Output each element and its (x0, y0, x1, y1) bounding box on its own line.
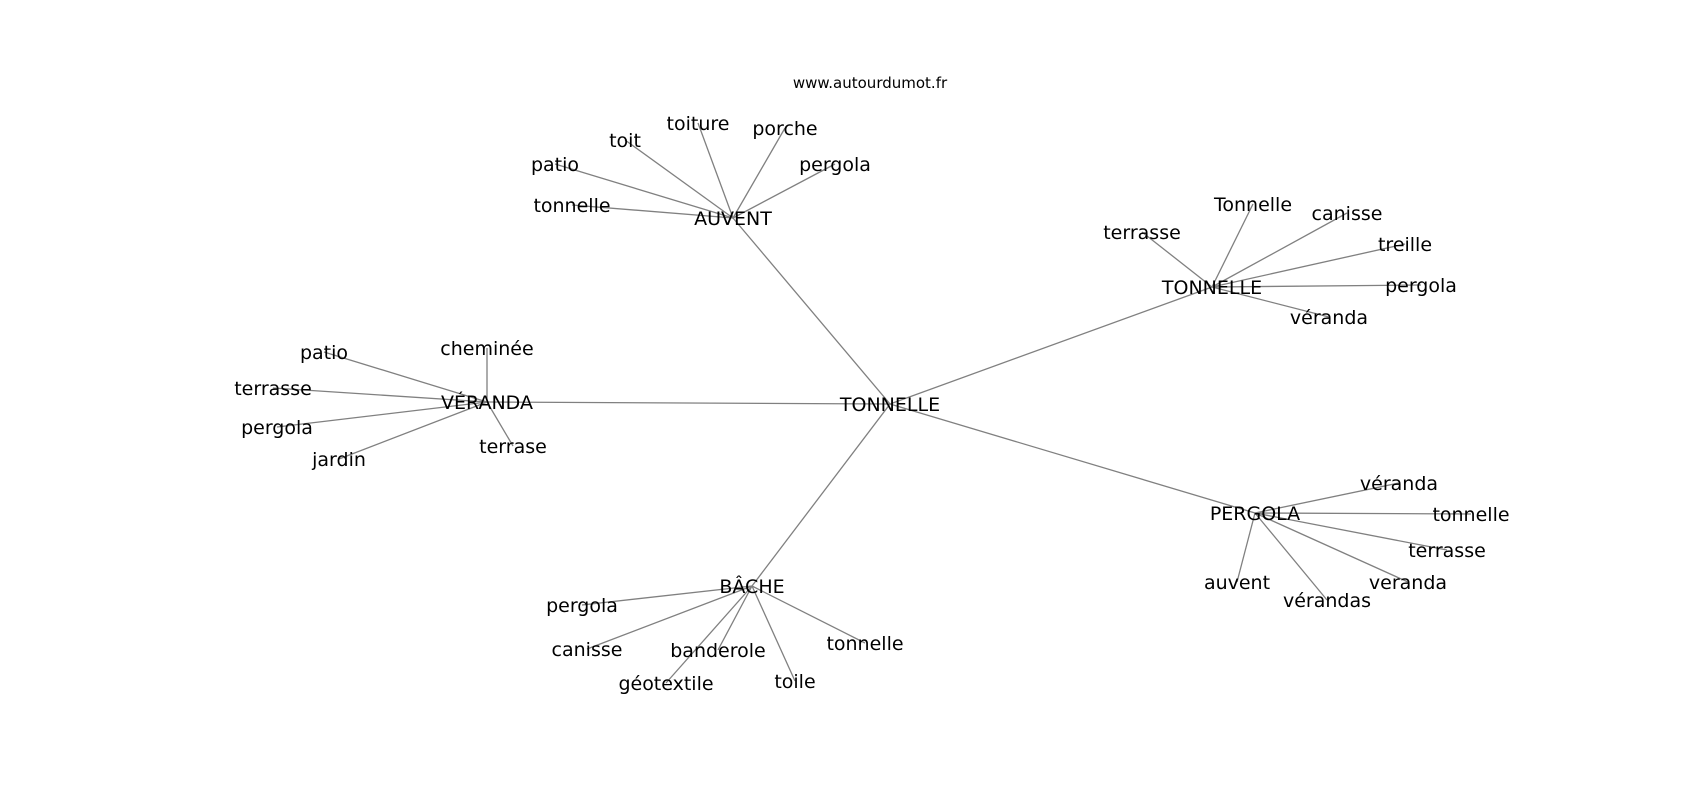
edges-layer (272, 122, 1472, 684)
node-leaf-bache-1[interactable]: canisse (552, 639, 623, 661)
node-leaf-tonnelle2-0[interactable]: terrasse (1103, 222, 1181, 244)
node-leaf-auvent-0[interactable]: tonnelle (533, 195, 610, 217)
node-leaf-veranda-2[interactable]: pergola (241, 417, 313, 439)
edge-auvent-leaf-1 (554, 163, 734, 219)
node-hub-tonnelle2[interactable]: TONNELLE (1161, 277, 1262, 299)
node-center[interactable]: TONNELLE (839, 394, 940, 416)
edge-center-veranda (486, 401, 891, 405)
node-leaf-auvent-4[interactable]: porche (752, 118, 817, 140)
edge-pergola-leaf-2 (1254, 512, 1448, 551)
labels-layer: TONNELLE AUVENT tonnelle patio toit toiture po… (234, 113, 1509, 695)
node-leaf-auvent-3[interactable]: toiture (667, 113, 730, 135)
node-leaf-pergola-1[interactable]: tonnelle (1432, 504, 1509, 526)
node-leaf-bache-5[interactable]: tonnelle (826, 633, 903, 655)
edge-pergola-leaf-3 (1254, 512, 1409, 583)
node-leaf-pergola-0[interactable]: véranda (1360, 473, 1438, 495)
edge-auvent-leaf-3 (697, 122, 734, 219)
edge-tonnelle2-leaf-1 (1211, 203, 1254, 288)
node-leaf-tonnelle2-5[interactable]: véranda (1290, 307, 1368, 329)
edge-auvent-leaf-2 (624, 139, 734, 219)
node-leaf-auvent-1[interactable]: patio (531, 154, 579, 176)
watermark: www.autourdumot.fr (793, 74, 948, 92)
node-leaf-bache-3[interactable]: géotextile (618, 673, 713, 695)
edge-bache-leaf-3 (665, 585, 753, 684)
node-leaf-veranda-1[interactable]: terrasse (234, 378, 312, 400)
edge-veranda-leaf-0 (323, 351, 488, 403)
node-leaf-bache-2[interactable]: banderole (670, 640, 765, 662)
edge-bache-leaf-2 (717, 585, 753, 651)
edge-veranda-leaf-5 (486, 401, 514, 447)
node-leaf-tonnelle2-4[interactable]: pergola (1385, 275, 1457, 297)
edge-veranda-leaf-3 (338, 401, 488, 460)
node-hub-pergola[interactable]: PERGOLA (1210, 503, 1300, 525)
node-leaf-bache-0[interactable]: pergola (546, 595, 618, 617)
edge-center-pergola (889, 403, 1256, 514)
edge-veranda-leaf-1 (272, 387, 488, 403)
node-leaf-tonnelle2-3[interactable]: treille (1378, 234, 1432, 256)
node-leaf-veranda-0[interactable]: patio (300, 342, 348, 364)
edge-tonnelle2-leaf-5 (1211, 286, 1330, 318)
edge-bache-leaf-5 (751, 585, 866, 644)
edge-bache-leaf-4 (751, 585, 796, 682)
edge-tonnelle2-leaf-2 (1211, 212, 1348, 288)
edge-auvent-leaf-0 (571, 204, 734, 219)
node-leaf-pergola-4[interactable]: vérandas (1283, 590, 1371, 612)
edge-center-bache (751, 403, 891, 587)
edge-auvent-leaf-5 (732, 163, 836, 219)
edge-veranda-leaf-2 (276, 401, 488, 428)
edge-pergola-leaf-5 (1236, 512, 1256, 583)
edge-pergola-leaf-4 (1254, 512, 1328, 601)
edge-tonnelle2-leaf-3 (1211, 243, 1406, 288)
node-leaf-auvent-2[interactable]: toit (609, 130, 641, 152)
node-leaf-pergola-2[interactable]: terrasse (1408, 540, 1486, 562)
edge-pergola-leaf-1 (1254, 512, 1472, 515)
node-leaf-tonnelle2-1[interactable]: Tonnelle (1213, 194, 1292, 216)
edge-center-tonnelle2 (889, 286, 1213, 405)
edge-auvent-leaf-4 (732, 127, 786, 219)
edge-bache-leaf-0 (581, 585, 753, 606)
edge-bache-leaf-1 (586, 585, 753, 650)
node-hub-bache[interactable]: BÂCHE (719, 575, 784, 598)
node-leaf-veranda-5[interactable]: terrase (479, 436, 547, 458)
node-leaf-veranda-4[interactable]: cheminée (440, 338, 533, 360)
node-leaf-tonnelle2-2[interactable]: canisse (1312, 203, 1383, 225)
node-leaf-veranda-3[interactable]: jardin (311, 449, 366, 471)
node-leaf-auvent-5[interactable]: pergola (799, 154, 871, 176)
node-hub-auvent[interactable]: AUVENT (694, 208, 772, 230)
node-leaf-pergola-5[interactable]: auvent (1204, 572, 1270, 594)
node-leaf-pergola-3[interactable]: veranda (1369, 572, 1447, 594)
edge-pergola-leaf-0 (1254, 482, 1400, 514)
edge-center-auvent (732, 217, 891, 405)
edge-tonnelle2-leaf-4 (1211, 284, 1422, 288)
node-hub-veranda[interactable]: VÉRANDA (441, 391, 533, 414)
edge-tonnelle2-leaf-0 (1141, 231, 1213, 288)
node-leaf-bache-4[interactable]: toile (774, 671, 815, 693)
